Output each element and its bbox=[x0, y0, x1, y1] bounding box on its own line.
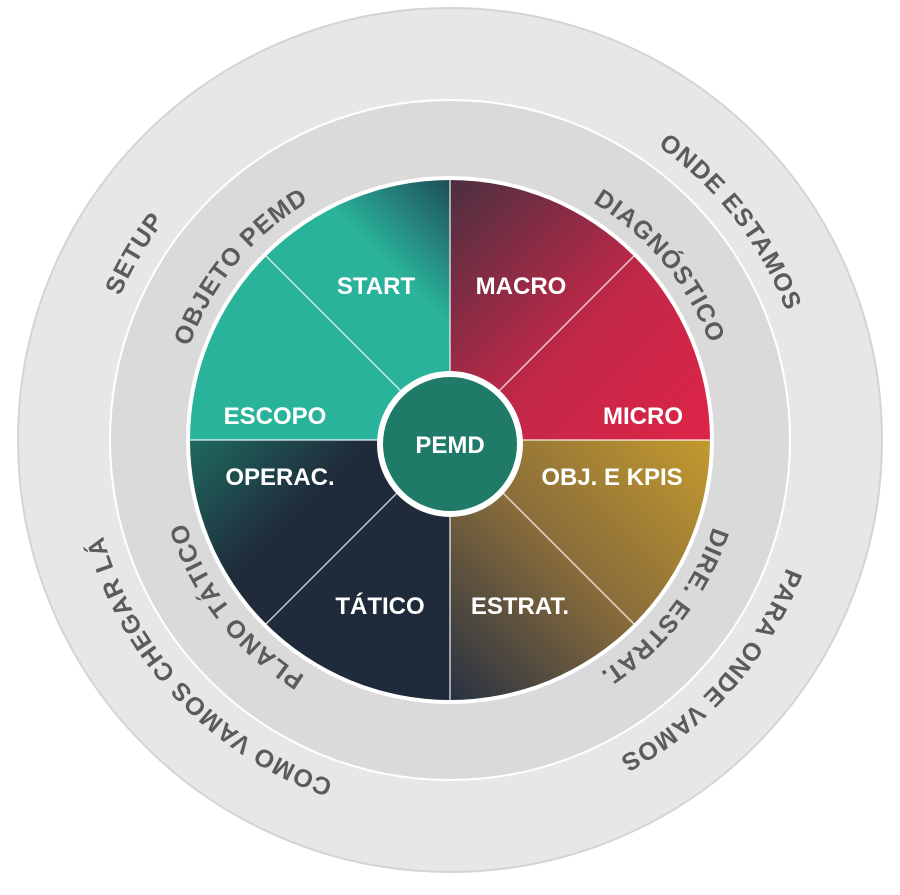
segment-label-operac: OPERAC. bbox=[225, 464, 334, 491]
segment-label-obj-kpis: OBJ. E KPIS bbox=[541, 464, 682, 491]
segment-label-tatico: TÁTICO bbox=[335, 592, 424, 620]
center-label: PEMD bbox=[415, 432, 484, 459]
center-circle[interactable] bbox=[377, 371, 523, 517]
segment-label-micro: MICRO bbox=[603, 403, 683, 430]
segment-label-escopo: ESCOPO bbox=[224, 403, 327, 430]
segment-label-macro: MACRO bbox=[476, 273, 567, 300]
segment-label-start: START bbox=[337, 273, 416, 300]
segment-label-estrat: ESTRAT. bbox=[471, 593, 569, 620]
